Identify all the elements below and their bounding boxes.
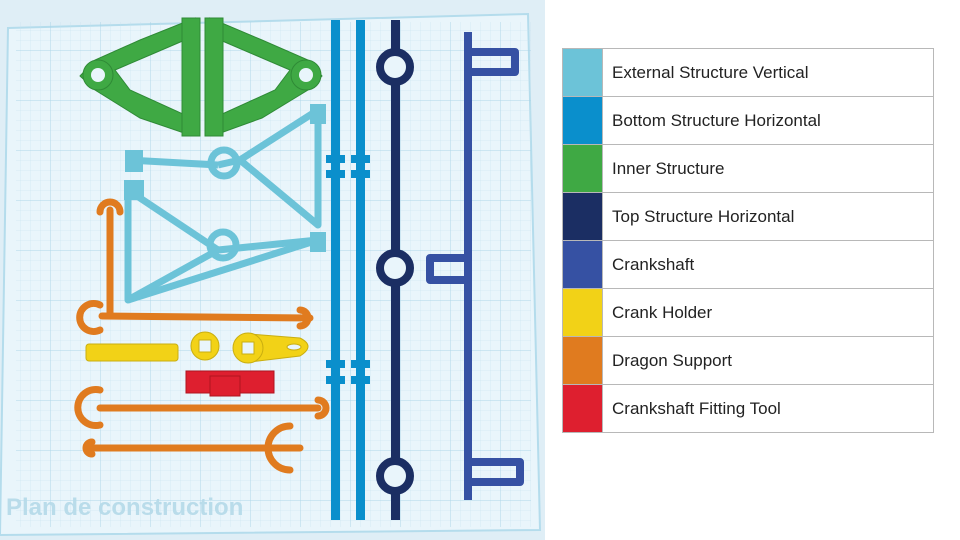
legend-label: Inner Structure (602, 144, 934, 193)
legend-row: Crankshaft Fitting Tool (562, 384, 934, 433)
external-structure-ring (206, 228, 240, 262)
legend-swatch (562, 288, 603, 337)
legend-swatch (562, 48, 603, 97)
top-structure-part (376, 20, 414, 520)
legend-swatch (562, 336, 603, 385)
crank-holder-part (85, 331, 309, 364)
bottom-structure-part (326, 20, 370, 520)
legend-label: External Structure Vertical (602, 48, 934, 97)
legend-swatch (562, 96, 603, 145)
legend-swatch (562, 240, 603, 289)
legend-label: Top Structure Horizontal (602, 192, 934, 241)
legend-row: Top Structure Horizontal (562, 192, 934, 241)
legend-swatch (562, 192, 603, 241)
legend-label: Crankshaft Fitting Tool (602, 384, 934, 433)
legend-row: Inner Structure (562, 144, 934, 193)
legend-row: External Structure Vertical (562, 48, 934, 97)
external-structure-ring (207, 146, 241, 180)
legend-row: Crankshaft (562, 240, 934, 289)
legend-row: Crank Holder (562, 288, 934, 337)
legend-label: Crankshaft (602, 240, 934, 289)
legend-swatch (562, 144, 603, 193)
watermark-text: Plan de construction (6, 494, 243, 521)
legend-row: Dragon Support (562, 336, 934, 385)
legend-label: Crank Holder (602, 288, 934, 337)
legend-label: Bottom Structure Horizontal (602, 96, 934, 145)
legend-label: Dragon Support (602, 336, 934, 385)
build-plate: Plan de construction (0, 0, 545, 540)
crankshaft-fitting-tool-part (185, 370, 275, 397)
dragon-support-part (74, 198, 330, 474)
crankshaft-part (426, 32, 524, 500)
legend-swatch (562, 384, 603, 433)
legend-row: Bottom Structure Horizontal (562, 96, 934, 145)
